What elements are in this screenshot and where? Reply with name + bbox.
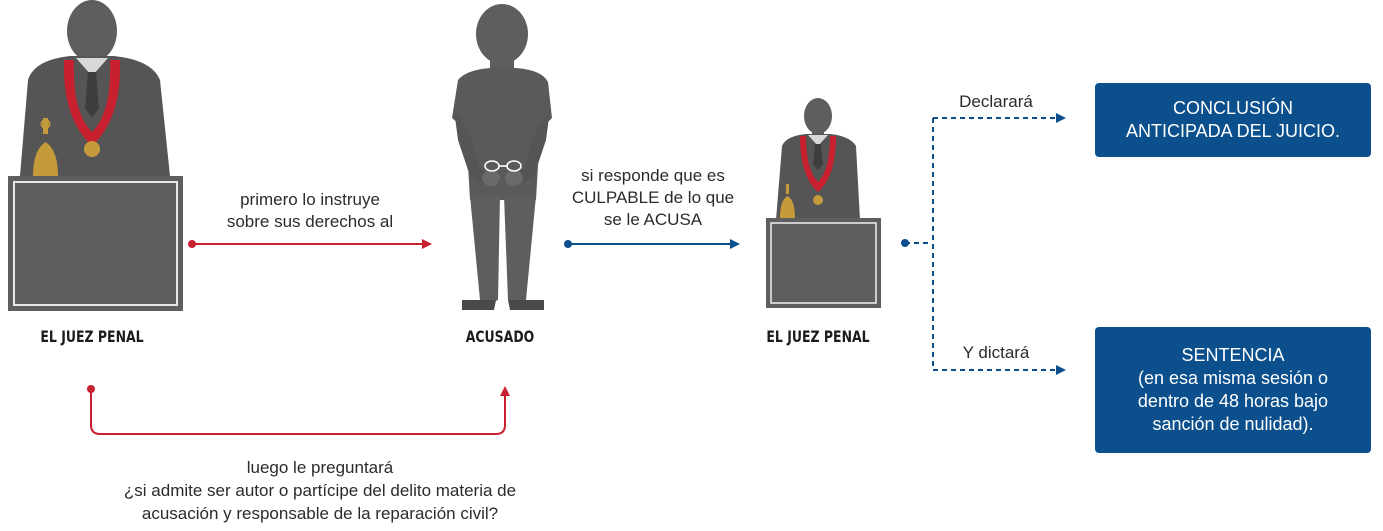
culpable-line-2: CULPABLE de lo que [571, 188, 735, 207]
question-line-2: ¿si admite ser autor o partícipe del del… [123, 481, 517, 500]
instruct-text: primero lo instruye sobre sus derechos a… [195, 189, 425, 233]
accused-figure-icon [452, 4, 552, 310]
dictate-label: Y dictará [962, 343, 1030, 362]
instruct-line-2: sobre sus derechos al [226, 212, 394, 231]
arrow-culpable [564, 239, 740, 249]
instruct-line-1: primero lo instruye [240, 190, 380, 209]
sentence-box: SENTENCIA (en esa misma sesión o dentro … [1095, 327, 1371, 453]
culpable-text: si responde que es CULPABLE de lo que se… [548, 165, 758, 231]
culpable-line-1: si responde que es [581, 166, 725, 185]
question-line-1: luego le preguntará [246, 458, 394, 477]
judge-right-icon [766, 98, 881, 308]
conclusion-box: CONCLUSIÓN ANTICIPADA DEL JUICIO. [1095, 83, 1371, 157]
arrow-branch [901, 113, 1066, 375]
arrow-instruct [188, 239, 432, 249]
conclusion-line-2: ANTICIPADA DEL JUICIO. [1125, 121, 1341, 141]
accused-label: ACUSADO [465, 327, 535, 346]
handcuffs-icon [484, 160, 522, 172]
sentence-line-3: dentro de 48 horas bajo [1137, 391, 1329, 411]
bell-left-icon [33, 118, 58, 176]
bell-right-icon [780, 184, 795, 218]
judge-right-label: EL JUEZ PENAL [766, 327, 870, 346]
sentence-line-2: (en esa misma sesión o [1137, 368, 1329, 388]
sentence-line-1: SENTENCIA [1181, 345, 1285, 365]
judge-left-icon [8, 0, 183, 311]
declare-label: Declarará [959, 92, 1033, 111]
culpable-line-3: se le ACUSA [603, 210, 703, 229]
judge-left-label: EL JUEZ PENAL [40, 327, 144, 346]
question-line-3: acusación y responsable de la reparación… [141, 504, 499, 523]
conclusion-line-1: CONCLUSIÓN [1172, 98, 1293, 118]
question-text: luego le preguntará ¿si admite ser autor… [60, 456, 580, 525]
sentence-line-4: sanción de nulidad). [1152, 414, 1314, 434]
arrow-question [87, 385, 510, 435]
